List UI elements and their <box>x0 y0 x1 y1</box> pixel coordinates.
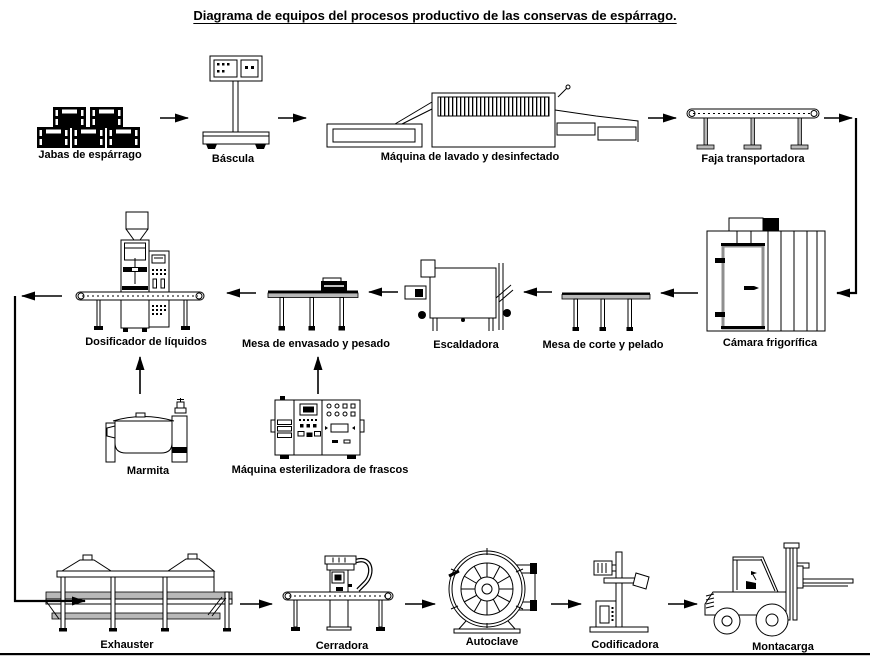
label-dosificador-liquidos: Dosificador de líquidos <box>85 336 207 348</box>
forklift-icon <box>704 542 854 637</box>
flow-line-left <box>13 296 86 606</box>
diagram-title: Diagrama de equipos del procesos product… <box>0 8 870 23</box>
label-maquina-lavado: Máquina de lavado y desinfectado <box>381 151 560 163</box>
asparagus-crates-icon <box>37 107 140 148</box>
jar-sterilizer-icon <box>270 396 365 459</box>
can-seamer-icon <box>282 555 394 631</box>
blancher-icon <box>404 259 514 331</box>
scale-icon <box>202 55 270 149</box>
label-montacarga: Montacarga <box>752 641 815 653</box>
diagram-title-text: Diagrama de equipos del procesos product… <box>193 8 677 23</box>
label-bascula: Báscula <box>212 153 255 165</box>
label-maquina-esterilizadora: Máquina esterilizadora de frascos <box>232 464 409 476</box>
flow-arrows <box>13 113 858 609</box>
label-camara-frigorifica: Cámara frigorífica <box>723 337 818 349</box>
cold-room-icon <box>706 217 826 332</box>
label-jabas-de-esparrago: Jabas de espárrago <box>38 149 142 161</box>
washing-machine-icon <box>326 84 639 148</box>
exhauster-tunnel-icon <box>45 553 233 632</box>
conveyor-belt-icon <box>686 108 820 150</box>
packing-table-icon <box>267 277 359 331</box>
label-cerradora: Cerradora <box>316 640 369 652</box>
label-escaldadora: Escaldadora <box>433 339 499 351</box>
label-codificadora: Codificadora <box>591 639 659 651</box>
label-mesa-envasado-pesado: Mesa de envasado y pesado <box>242 338 390 350</box>
label-autoclave: Autoclave <box>466 636 519 648</box>
kettle-icon <box>105 398 188 463</box>
cutting-table-icon <box>561 292 651 331</box>
label-faja-transportadora: Faja transportadora <box>701 153 805 165</box>
label-marmita: Marmita <box>127 465 170 477</box>
flow-line-right <box>836 118 858 298</box>
liquid-dosing-machine-icon <box>75 211 205 332</box>
coding-machine-icon <box>589 551 650 633</box>
bottom-border-rule <box>0 653 870 656</box>
label-exhauster: Exhauster <box>100 639 154 651</box>
autoclave-icon <box>448 548 537 634</box>
label-mesa-corte-pelado: Mesa de corte y pelado <box>542 339 663 351</box>
